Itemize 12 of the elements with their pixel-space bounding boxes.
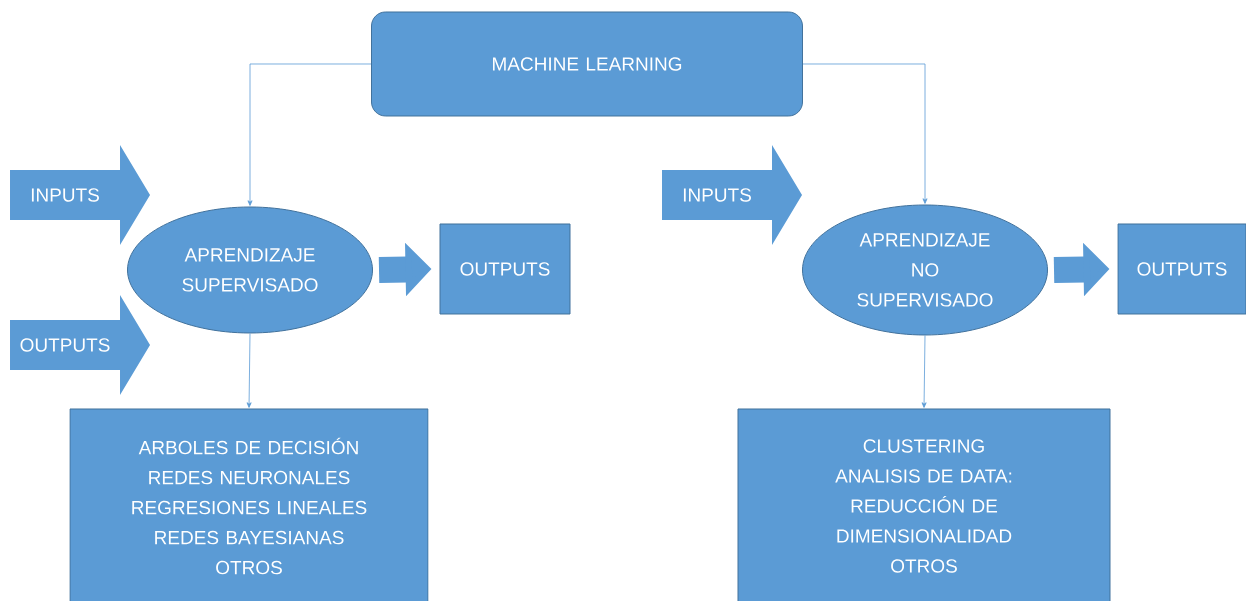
process-box: OUTPUTS (1117, 223, 1246, 315)
process-box: OUTPUTS (439, 223, 571, 315)
arrow (247, 63, 372, 206)
arrow (246, 333, 252, 408)
list-box: CLUSTERING ANALISIS DE DATA: REDUCCIÓN DE DIMENSIONALIDAD OTROS (737, 408, 1111, 601)
list-box: ARBOLES DE DECISIÓN REDES NEURONALES REGRESIONES LINEALES REDES BAYESIANAS OTROS (69, 408, 429, 601)
pointer-box: INPUTS (662, 145, 802, 245)
rounded-box: MACHINE LEARNING (371, 11, 803, 117)
arrow (921, 335, 927, 408)
pointer-box: OUTPUTS (10, 295, 150, 395)
arrow (802, 63, 928, 204)
pointer-box: INPUTS (10, 145, 150, 245)
